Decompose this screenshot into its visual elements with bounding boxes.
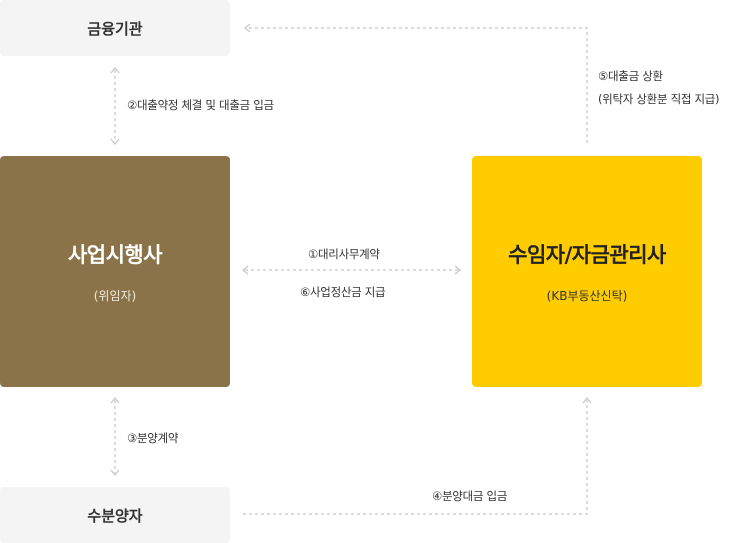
label-step4: ④분양대금 입금 [432,489,508,503]
arrow-step5 [246,27,588,143]
financial-institution-node: 금융기관 [0,0,230,56]
trustee-title: 수임자/자금관리사 [508,243,666,267]
developer-title: 사업시행사 [67,243,163,267]
buyer-node: 수분양자 [0,487,230,543]
arrow-step4 [243,400,588,515]
trustee-subtitle: (KB부동산신탁) [546,289,628,303]
trustee-node: 수임자/자금관리사 (KB부동산신탁) [472,156,702,387]
developer-node: 사업시행사 (위임자) [0,156,230,387]
label-step6: ⑥사업정산금 지급 [300,285,386,299]
arrowhead-step5 [243,23,251,33]
arrowhead-step1-left [241,265,249,275]
arrowhead-step4 [582,396,592,404]
arrowhead-step1-right [454,265,462,275]
arrowhead-step3-bottom [110,469,120,477]
arrowhead-step2-bottom [110,138,120,146]
label-step2: ②대출약정 체결 및 대출금 입금 [127,98,274,112]
label-step1: ①대리사무계약 [308,247,380,261]
label-step5-line2: (위탁자 상환분 직접 지급) [598,92,720,106]
label-step3: ③분양계약 [127,431,179,445]
label-step5-line1: ⑤대출금 상환 [598,69,663,83]
developer-subtitle: (위임자) [93,289,137,303]
arrowhead-step2-top [110,66,120,74]
financial-institution-title: 금융기관 [87,19,143,38]
buyer-title: 수분양자 [87,506,143,525]
arrowhead-step3-top [110,396,120,404]
